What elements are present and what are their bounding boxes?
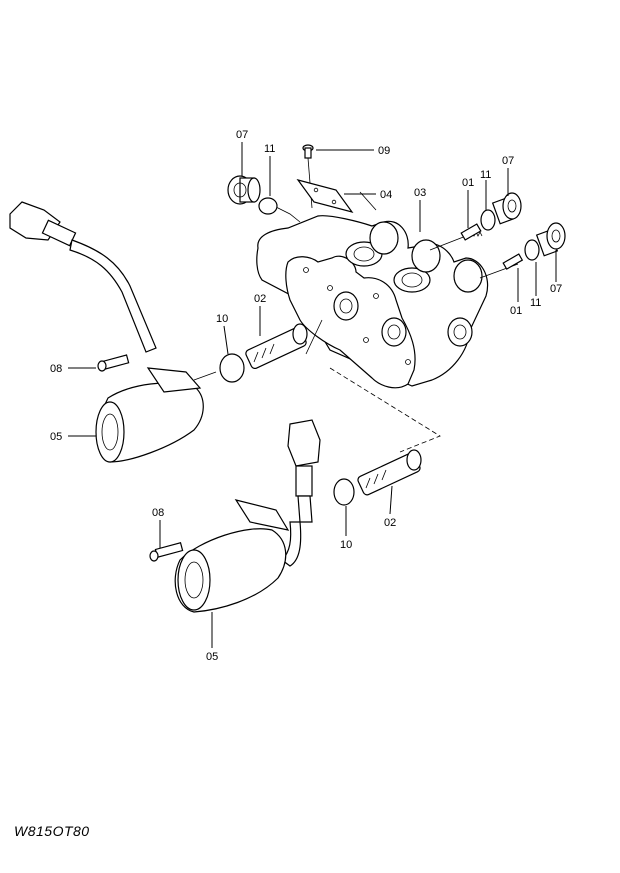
callout-07-upper-right: 07 — [502, 155, 514, 167]
callout-08-lower: 08 — [152, 507, 164, 519]
o-ring-10-lower[interactable] — [333, 478, 355, 506]
callout-labels: 07 11 09 04 03 01 11 07 01 11 07 02 10 0… — [50, 129, 562, 663]
callout-11-lower-right: 11 — [530, 297, 541, 309]
screw-09[interactable] — [302, 144, 314, 159]
callout-01-upper: 01 — [462, 177, 474, 189]
spool-02-lower[interactable] — [357, 449, 422, 496]
spring-01-lower[interactable] — [502, 253, 524, 270]
callout-05-upper: 05 — [50, 431, 62, 443]
o-ring-11-left[interactable] — [258, 197, 278, 215]
leader-lines — [68, 142, 557, 648]
callout-02-upper: 02 — [254, 293, 266, 305]
callout-11-left: 11 — [264, 143, 275, 155]
callout-07-lower-right: 07 — [550, 283, 562, 295]
callout-11-upper-right: 11 — [480, 169, 491, 181]
bolt-08-upper[interactable] — [97, 354, 130, 372]
callout-05-lower: 05 — [206, 651, 218, 663]
spring-01-upper[interactable] — [460, 223, 483, 241]
plug-07-lower-right[interactable] — [535, 222, 566, 257]
callout-08-upper: 08 — [50, 363, 62, 375]
bolt-08-lower[interactable] — [149, 542, 184, 562]
callout-10-lower: 10 — [340, 539, 352, 551]
callout-07-left: 07 — [236, 129, 248, 141]
plug-07-left[interactable] — [227, 175, 261, 205]
o-ring-11-upper-right[interactable] — [480, 209, 496, 231]
plug-07-upper-right[interactable] — [491, 192, 522, 225]
callout-02-lower: 02 — [384, 517, 396, 529]
spool-02-upper[interactable] — [245, 323, 308, 370]
valve-body[interactable] — [256, 215, 489, 389]
connector-lower[interactable] — [281, 419, 321, 567]
callout-01-lower: 01 — [510, 305, 522, 317]
drawing-code: W815OT80 — [14, 823, 90, 839]
o-ring-10-upper[interactable] — [219, 353, 245, 383]
callout-04: 04 — [380, 189, 392, 201]
callout-10-upper: 10 — [216, 313, 228, 325]
callout-03: 03 — [414, 187, 426, 199]
solenoid-05-upper[interactable] — [95, 367, 204, 463]
o-ring-11-lower-right[interactable] — [524, 239, 540, 261]
callout-09: 09 — [378, 145, 390, 157]
plate-04[interactable] — [296, 178, 354, 214]
solenoid-05-lower[interactable] — [174, 499, 290, 613]
connector-upper[interactable] — [9, 201, 157, 353]
